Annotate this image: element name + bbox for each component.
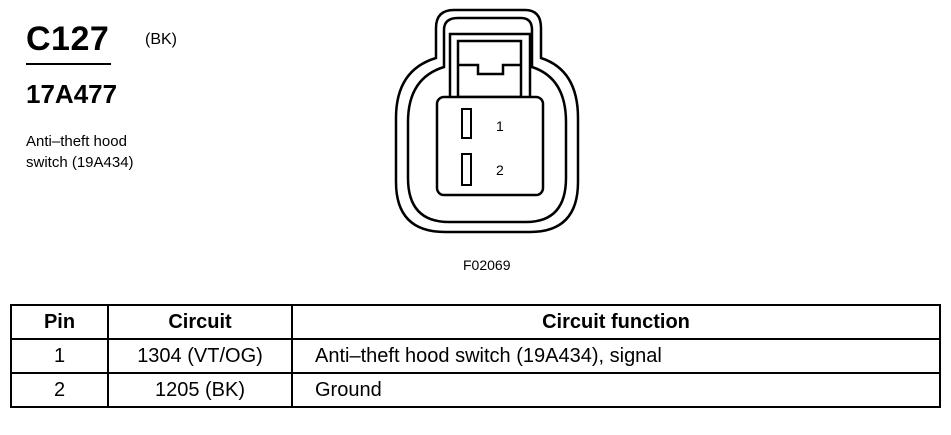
figure-code: F02069 bbox=[463, 257, 511, 273]
cell-circuit: 1304 (VT/OG) bbox=[107, 338, 293, 374]
connector-id-underline bbox=[26, 63, 111, 65]
pin-2-label: 2 bbox=[496, 162, 504, 178]
cell-pin: 1 bbox=[10, 338, 109, 374]
pin-cavity-block bbox=[435, 95, 545, 197]
connector-inner-housing bbox=[406, 16, 568, 224]
connector-face-diagram: 1 2 bbox=[394, 8, 580, 234]
header-pin: Pin bbox=[10, 304, 109, 340]
table-row: 2 1205 (BK) Ground bbox=[10, 372, 941, 408]
locking-latch-inner bbox=[456, 39, 523, 99]
pinout-table: Pin Circuit Circuit function 1 1304 (VT/… bbox=[10, 304, 941, 408]
pin-1-terminal bbox=[461, 108, 472, 139]
connector-color-code: (BK) bbox=[145, 31, 177, 48]
header-circuit: Circuit bbox=[107, 304, 293, 340]
cell-circuit-function: Ground bbox=[291, 372, 941, 408]
part-number: 17A477 bbox=[26, 79, 118, 109]
cell-circuit-function: Anti–theft hood switch (19A434), signal bbox=[291, 338, 941, 374]
cell-circuit: 1205 (BK) bbox=[107, 372, 293, 408]
table-header-row: Pin Circuit Circuit function bbox=[10, 304, 941, 340]
pin-2-terminal bbox=[461, 153, 472, 186]
description-line-2: switch (19A434) bbox=[26, 154, 134, 171]
header-circuit-function: Circuit function bbox=[291, 304, 941, 340]
table-row: 1 1304 (VT/OG) Anti–theft hood switch (1… bbox=[10, 338, 941, 374]
connector-id: C127 bbox=[26, 20, 110, 58]
connector-description: Anti–theft hood switch (19A434) bbox=[26, 131, 226, 173]
pin-1-label: 1 bbox=[496, 118, 504, 134]
locking-latch-frame bbox=[448, 32, 532, 106]
connector-outer-housing bbox=[394, 8, 580, 234]
locking-latch-tab bbox=[458, 63, 521, 76]
cell-pin: 2 bbox=[10, 372, 109, 408]
description-line-1: Anti–theft hood bbox=[26, 133, 127, 150]
